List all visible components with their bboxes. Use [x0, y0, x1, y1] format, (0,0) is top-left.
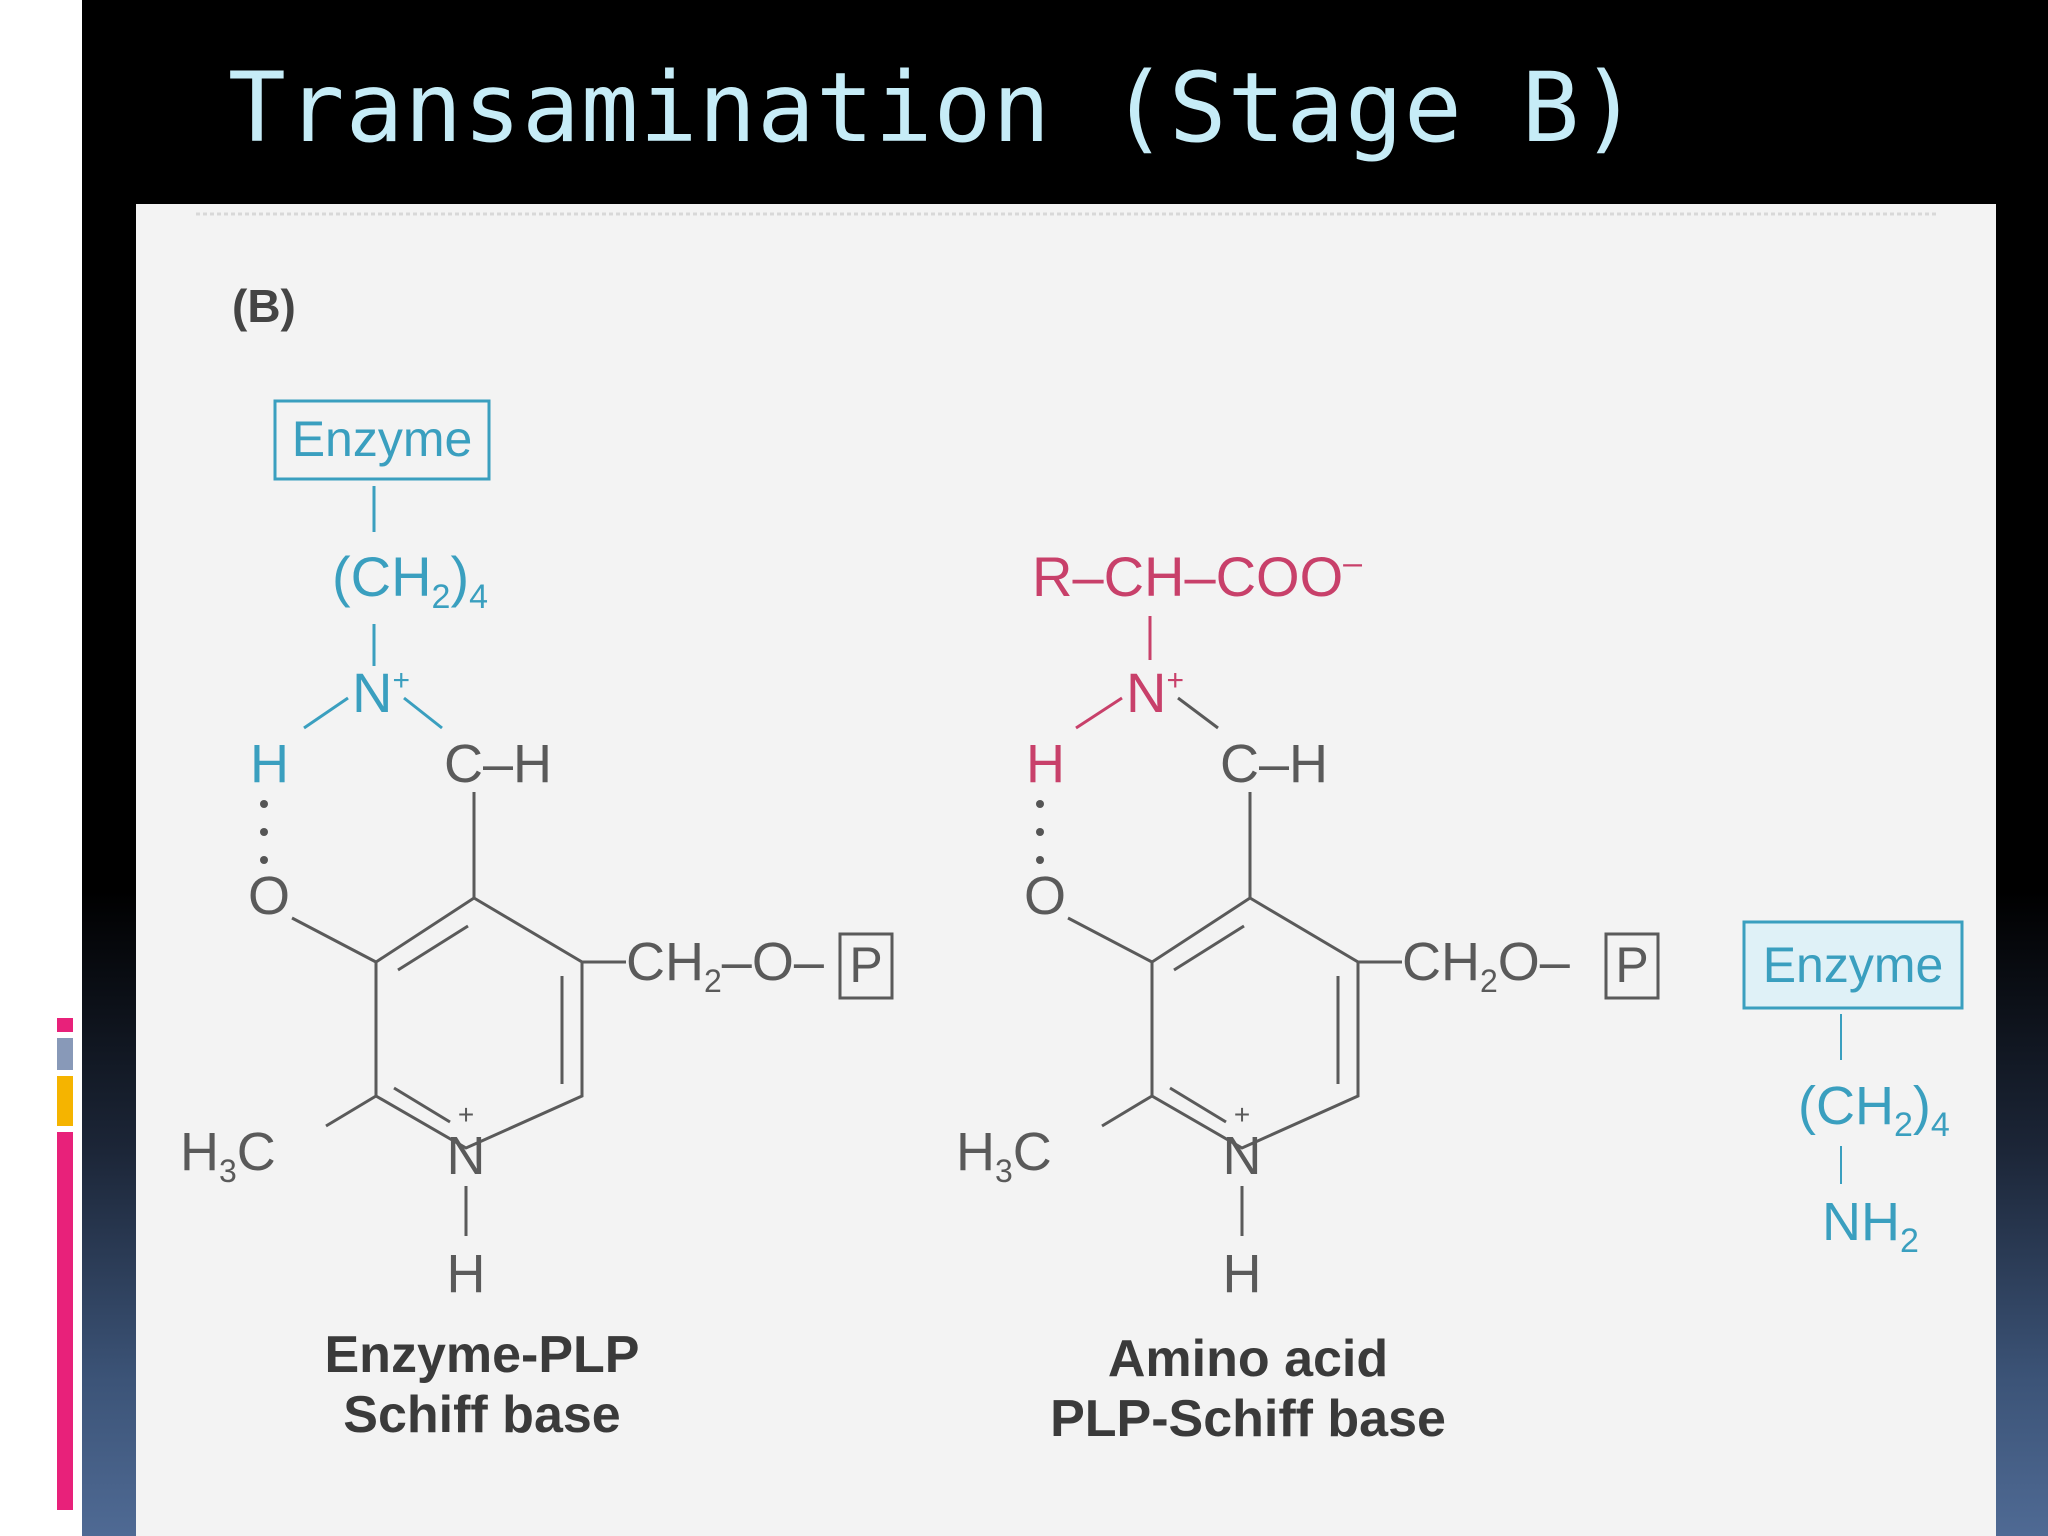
- phenolate-oxygen: O: [248, 866, 290, 926]
- phosphate-label: P: [849, 937, 882, 993]
- accent-bar-pink-top: [57, 1018, 73, 1032]
- double-bond: [397, 924, 469, 972]
- h-bond-hydrogen: H: [1026, 734, 1065, 794]
- ring-nh-hydrogen: H: [447, 1244, 486, 1304]
- free-enzyme-lysine: Enzyme (CH2)4 NH2: [1742, 920, 1964, 1260]
- bond: [1075, 696, 1123, 730]
- accent-bar-pink: [57, 1132, 73, 1510]
- methyl-group: H3C: [180, 1122, 276, 1189]
- phosphate-box: [1604, 932, 1660, 1000]
- ring-nh-hydrogen: H: [1223, 1244, 1262, 1304]
- phenolate-oxygen: O: [1024, 866, 1066, 926]
- double-bond: [393, 1086, 451, 1124]
- enzyme-box: [273, 399, 491, 481]
- bond: [291, 916, 377, 964]
- accent-bar-gray: [57, 1038, 73, 1070]
- enzyme-label: Enzyme: [1763, 937, 1944, 993]
- caption-line2: Schiff base: [343, 1386, 620, 1444]
- imine-nitrogen: N+: [352, 661, 410, 724]
- lysine-chain-ch: (CH2)4: [1798, 1076, 1950, 1144]
- bond: [325, 1094, 377, 1128]
- double-bond: [1169, 1086, 1227, 1124]
- panel-label: (B): [232, 280, 296, 332]
- chemistry-diagram: (B) Enzyme (CH2)4 N+ H C–H O CH2–O–: [180, 212, 1964, 1448]
- lysine-chain-ch: (CH2)4: [332, 545, 488, 616]
- decorative-stripes: [48, 150, 82, 238]
- ch-group: C–H: [444, 734, 552, 794]
- enzyme-label: Enzyme: [292, 411, 473, 467]
- caption-line2: PLP-Schiff base: [1050, 1390, 1446, 1448]
- bond: [403, 696, 443, 730]
- bond: [303, 696, 349, 730]
- double-bond: [1173, 924, 1245, 972]
- amino-acid-group: R–CH–COO–: [1032, 544, 1362, 608]
- caption-line1: Amino acid: [1108, 1330, 1388, 1388]
- pyridine-ring: [374, 896, 584, 1150]
- caption-line1: Enzyme-PLP: [325, 1326, 640, 1384]
- bond: [1067, 916, 1153, 964]
- amino-acid-plp-schiff-base: R–CH–COO– N+ H C–H O CH2O– P H3C + N: [956, 544, 1660, 1448]
- ch-group: C–H: [1220, 734, 1328, 794]
- amine-group: NH2: [1822, 1192, 1919, 1260]
- ring-charge: +: [458, 1099, 474, 1130]
- enzyme-plp-schiff-base: Enzyme (CH2)4 N+ H C–H O CH2–O– P H3C: [180, 399, 894, 1444]
- ring-nitrogen: N: [447, 1126, 486, 1186]
- enzyme-box: [1742, 920, 1964, 1010]
- ester-group: CH2–O–: [626, 932, 824, 999]
- pyridine-ring: [1150, 896, 1360, 1150]
- ester-group: CH2O–: [1402, 932, 1570, 999]
- figure-panel: (B) Enzyme (CH2)4 N+ H C–H O CH2–O–: [136, 204, 1996, 1536]
- imine-nitrogen: N+: [1126, 661, 1184, 724]
- bond: [1101, 1094, 1153, 1128]
- methyl-group: H3C: [956, 1122, 1052, 1189]
- accent-bar-yellow: [57, 1076, 73, 1126]
- ring-nitrogen: N: [1223, 1126, 1262, 1186]
- phosphate-label: P: [1615, 937, 1648, 993]
- slide-title: Transamination (Stage B): [228, 52, 1640, 164]
- h-bond-hydrogen: H: [250, 734, 289, 794]
- bond: [1177, 696, 1219, 730]
- phosphate-box: [838, 932, 894, 1000]
- ring-charge: +: [1234, 1099, 1250, 1130]
